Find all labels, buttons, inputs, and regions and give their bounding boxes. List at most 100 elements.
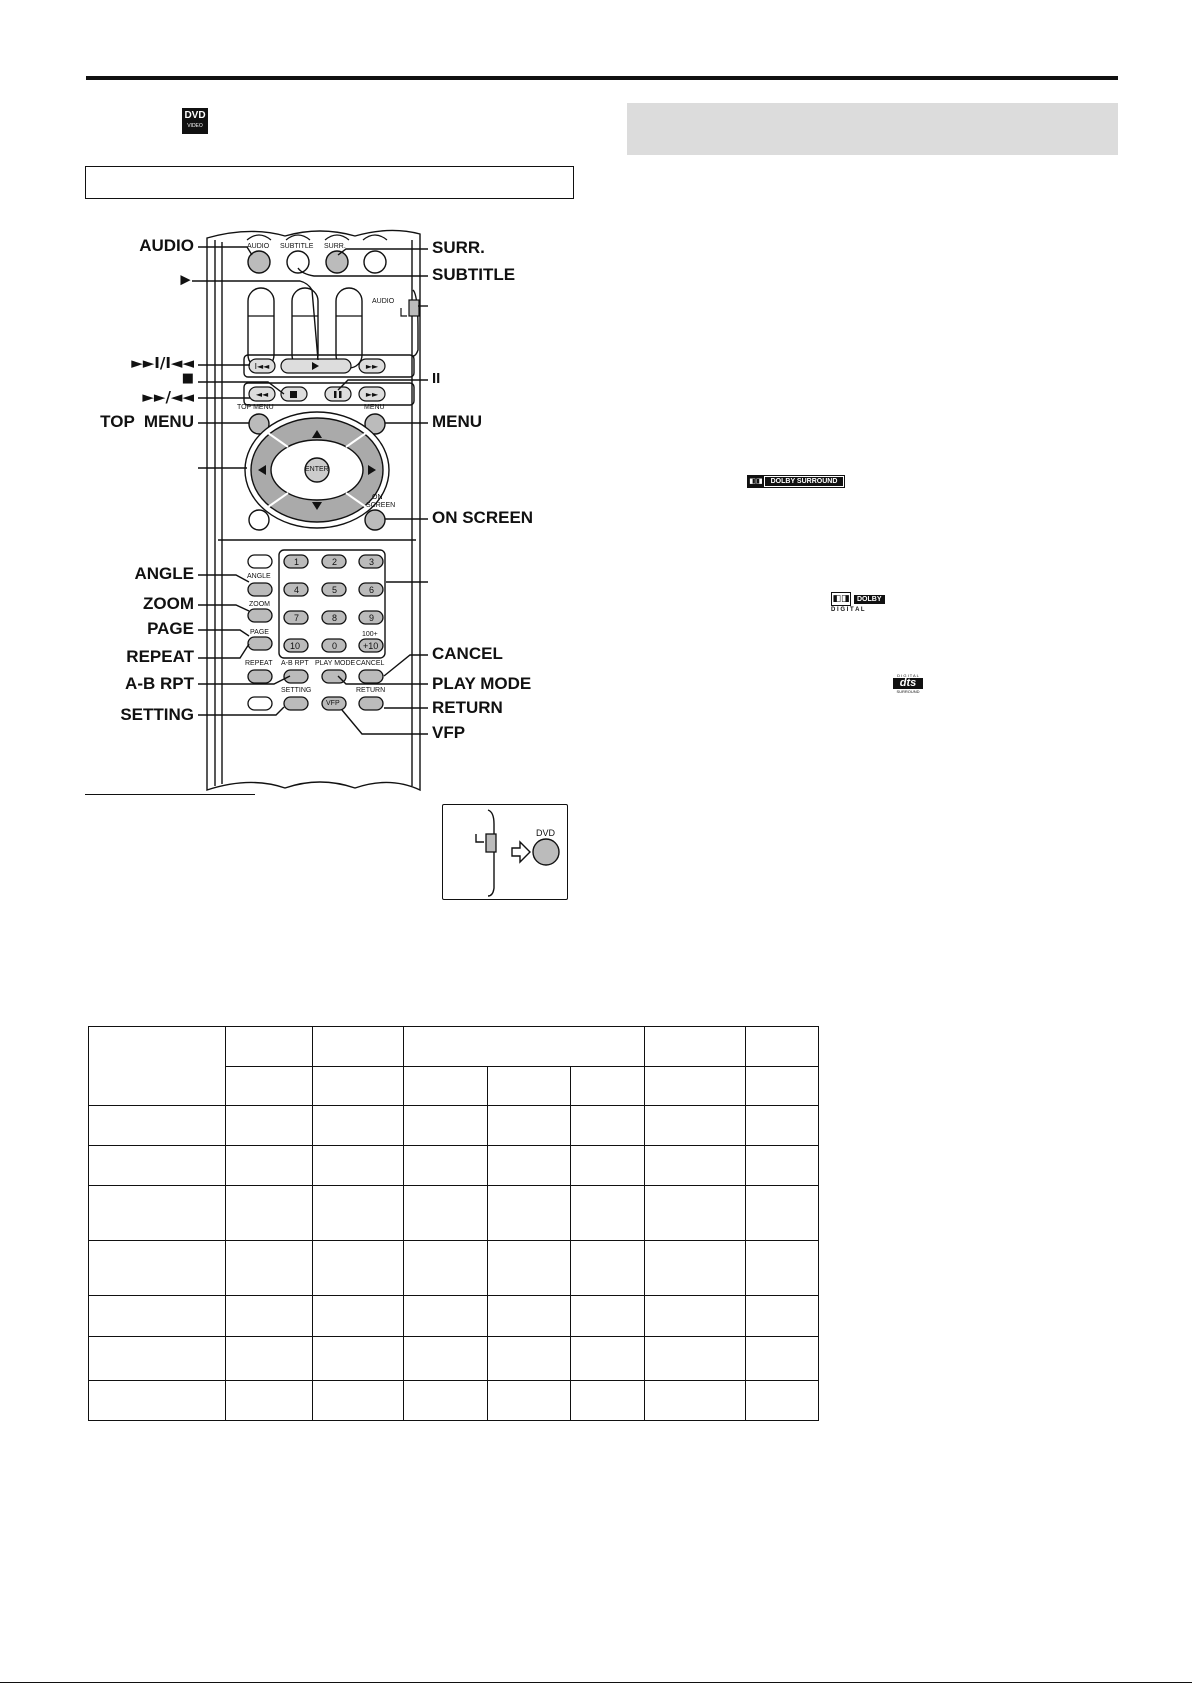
remote-label-surr: SURR.	[324, 243, 346, 250]
table-cell	[88, 1105, 226, 1146]
table-cell	[487, 1105, 571, 1146]
table-cell	[644, 1105, 746, 1146]
dts-top-text: D I G I T A L	[897, 673, 919, 678]
table-cell	[88, 1185, 226, 1241]
table-cell	[745, 1185, 819, 1241]
table-cell	[225, 1240, 313, 1296]
callout-cancel: CANCEL	[432, 644, 503, 663]
svg-text:►►: ►►	[366, 390, 379, 399]
table-cell	[403, 1380, 488, 1421]
inset-dvd-label: DVD	[536, 828, 556, 838]
table-cell	[403, 1105, 488, 1146]
table-cell	[745, 1066, 819, 1106]
table-cell	[312, 1145, 404, 1186]
remote-label-play-mode: PLAY MODE	[315, 660, 356, 667]
table-cell	[312, 1240, 404, 1296]
table-cell	[225, 1066, 313, 1106]
table-row	[88, 1240, 819, 1296]
table-cell	[570, 1145, 645, 1186]
table-cell	[312, 1066, 404, 1106]
dts-bottom-text: SURROUND	[896, 689, 920, 694]
table-cell	[225, 1026, 313, 1067]
table-cell	[644, 1240, 746, 1296]
table-cell	[487, 1295, 571, 1337]
table-cell	[644, 1185, 746, 1241]
table-cell	[312, 1105, 404, 1146]
callout-search: ►►/◄◄	[142, 388, 194, 406]
table-row	[88, 1295, 819, 1337]
table-row	[89, 1066, 819, 1106]
dvd-badge-line2: VIDEO	[187, 123, 203, 129]
table-cell	[487, 1185, 571, 1241]
key-3: 3	[369, 557, 375, 567]
table-cell	[88, 1295, 226, 1337]
table-row	[88, 1185, 819, 1241]
table-cell	[225, 1295, 313, 1337]
callout-stop: ■	[181, 371, 194, 386]
section-header-box	[627, 103, 1118, 155]
table-cell	[312, 1026, 404, 1067]
bottom-rule	[0, 1682, 1192, 1683]
table-cell	[403, 1066, 488, 1106]
svg-text:►►: ►►	[366, 362, 379, 371]
key-plus10: +10	[363, 641, 379, 651]
callout-page: PAGE	[147, 619, 194, 638]
key-6: 6	[369, 585, 375, 595]
table-cell	[487, 1066, 571, 1106]
table-cell	[225, 1185, 313, 1241]
key-4: 4	[294, 585, 300, 595]
table-cell	[88, 1336, 226, 1381]
subsection-box	[85, 166, 574, 199]
table-cell	[403, 1240, 488, 1296]
table-cell	[487, 1336, 571, 1381]
remote-label-setting: SETTING	[281, 687, 312, 694]
inset-switch-illustration	[475, 809, 560, 897]
dvd-badge-line1: DVD	[184, 110, 206, 121]
remote-label-side-audio: AUDIO	[372, 298, 395, 305]
callout-pause: II	[432, 370, 441, 387]
table-cell	[88, 1145, 226, 1186]
remote-label-subtitle: SUBTITLE	[280, 243, 314, 250]
table-cell	[487, 1145, 571, 1186]
callout-surr: SURR.	[432, 238, 485, 257]
table-cell	[570, 1066, 645, 1106]
table-cell	[644, 1145, 746, 1186]
callout-repeat: REPEAT	[126, 647, 194, 666]
dolby-surround-text: DOLBY SURROUND	[765, 477, 843, 486]
table-cell	[225, 1145, 313, 1186]
table-cell	[312, 1380, 404, 1421]
remote-label-cancel: CANCEL	[356, 660, 385, 667]
table-cell	[312, 1295, 404, 1337]
callout-skip: ►►I/I◄◄	[131, 354, 194, 372]
table-row	[88, 1336, 819, 1381]
table-cell	[312, 1336, 404, 1381]
table-cell	[745, 1240, 819, 1296]
table-row	[88, 1105, 819, 1146]
remote-label-screen: SCREEN	[366, 502, 396, 509]
dolby-digital-logo: ◧◨ DOLBY D I G I T A L	[831, 592, 887, 614]
remote-label-angle: ANGLE	[247, 573, 271, 580]
remote-label-vfp: VFP	[326, 700, 340, 707]
table-cell	[644, 1295, 746, 1337]
callout-zoom: ZOOM	[143, 594, 194, 613]
callout-angle: ANGLE	[134, 564, 195, 583]
table-cell	[88, 1026, 226, 1106]
table-cell	[570, 1336, 645, 1381]
callout-on-screen: ON SCREEN	[432, 508, 534, 527]
dolby-digital-top-text: DOLBY	[854, 594, 885, 604]
key-10: 10	[290, 641, 301, 651]
callout-setting: SETTING	[120, 705, 194, 724]
callout-vfp: VFP	[432, 723, 466, 742]
table-cell	[403, 1295, 488, 1337]
table-cell	[570, 1295, 645, 1337]
callout-top-menu: TOP MENU	[100, 412, 194, 431]
table-cell	[487, 1380, 571, 1421]
table-cell	[644, 1380, 746, 1421]
table-cell	[403, 1026, 645, 1067]
table-cell	[570, 1185, 645, 1241]
key-9: 9	[369, 613, 375, 623]
table-cell	[745, 1105, 819, 1146]
top-rule	[86, 76, 1118, 80]
key-8: 8	[332, 613, 338, 623]
